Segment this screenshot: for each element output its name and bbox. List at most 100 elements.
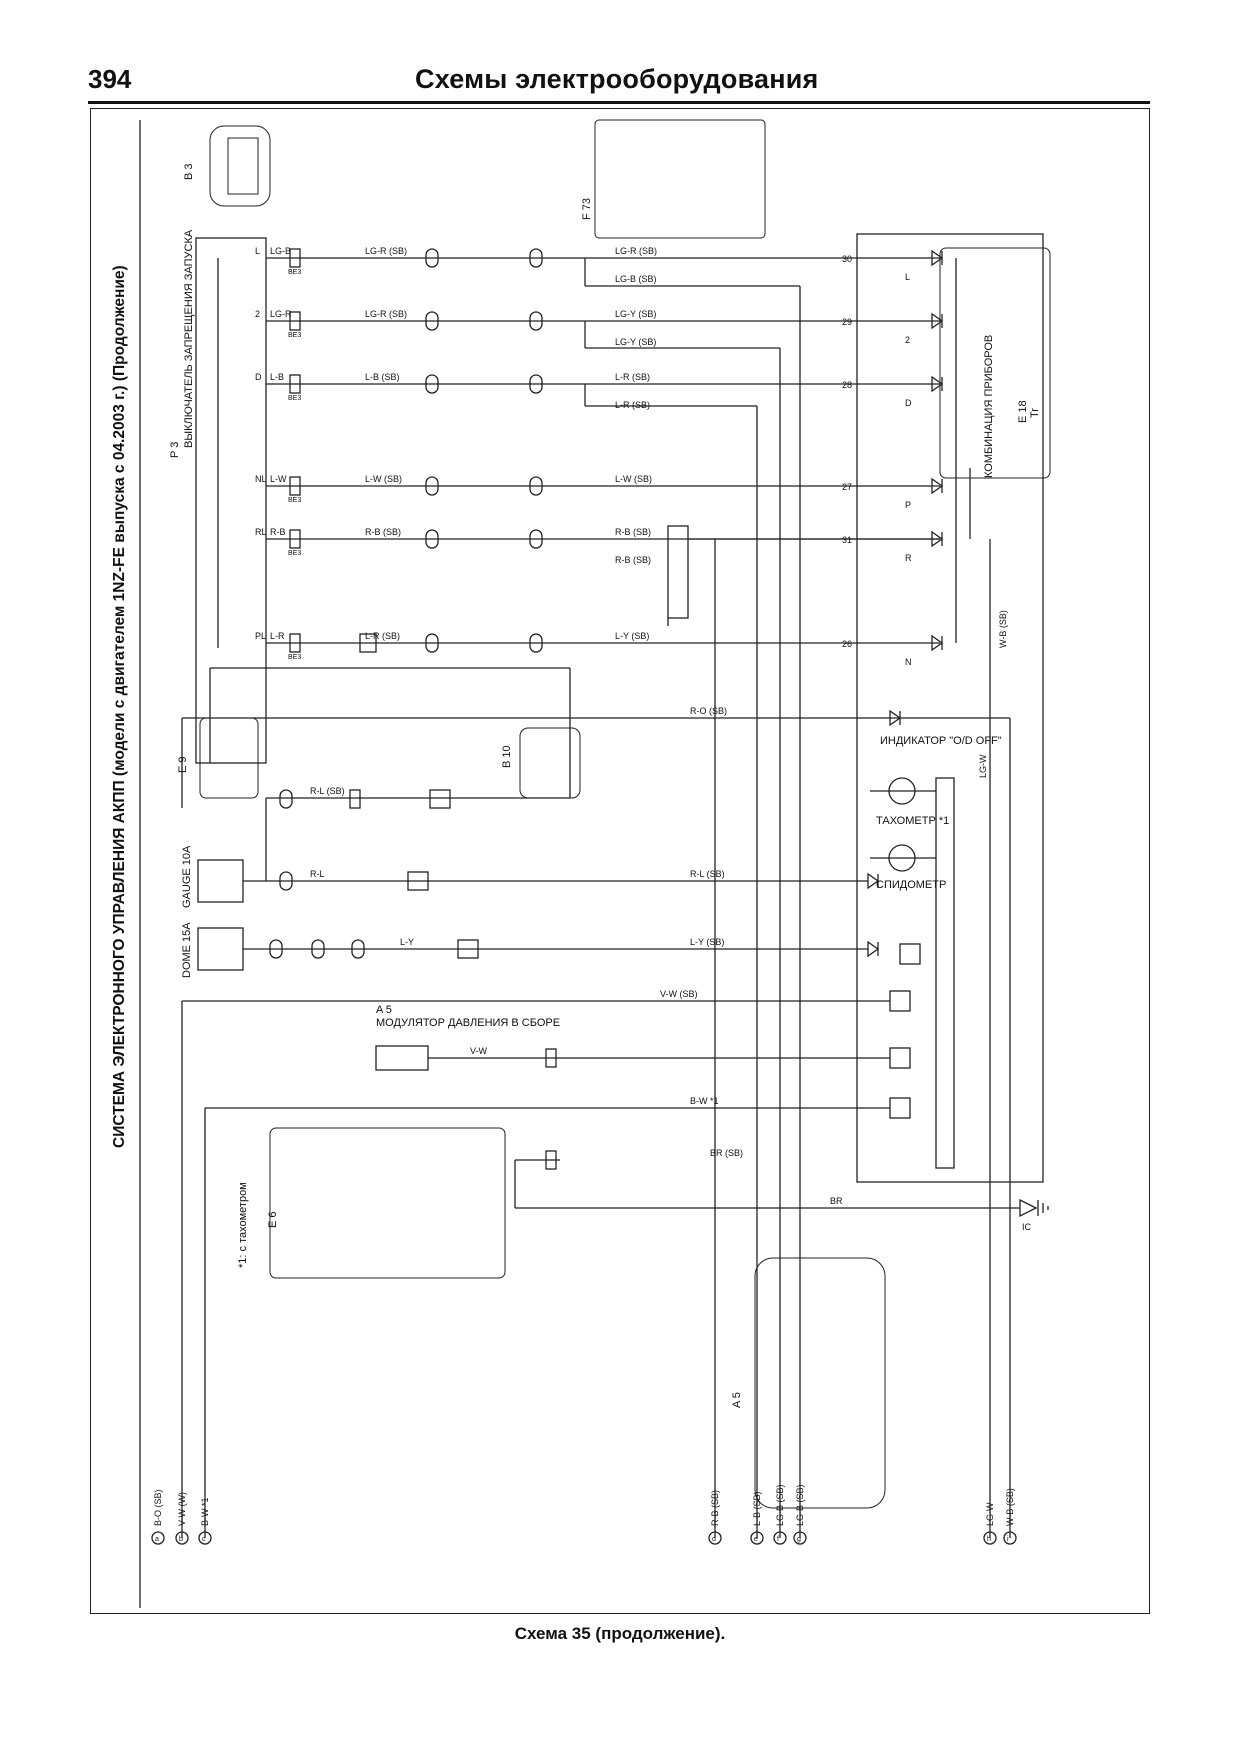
wire-right: LG-Y (SB) <box>615 309 656 319</box>
meter-pin: 29 <box>842 317 852 327</box>
wire-r-l: R-L <box>310 869 325 879</box>
connector-code: BE3 <box>288 395 301 402</box>
terminal-wire-label: B-O (SB) <box>153 1489 163 1526</box>
meter-pin: 26 <box>842 639 852 649</box>
wire-vw2: V-W <box>470 1046 488 1056</box>
wire-branch: LG-B (SB) <box>615 274 657 284</box>
wire-right: LG-R (SB) <box>615 246 657 256</box>
combination-meter-code: E 18 <box>1017 400 1029 423</box>
wire-mid: LG-R (SB) <box>365 309 407 319</box>
wire-bw1: B-W *1 <box>690 1096 719 1106</box>
wire-right: L-Y (SB) <box>615 631 649 641</box>
wire-left: LG-B <box>270 246 291 256</box>
switch-pin: PL <box>255 631 266 641</box>
wire-left: R-B <box>270 527 286 537</box>
switch-pin: RL <box>255 527 267 537</box>
switch-pin: 2 <box>255 309 260 319</box>
terminal-letter: g <box>797 1536 801 1543</box>
wire-left: L-R <box>270 631 285 641</box>
od-off-indicator-label: ИНДИКАТОР "O/D OFF" <box>880 735 1002 747</box>
meter-pin: 27 <box>842 482 852 492</box>
switch-pin: NL <box>255 474 267 484</box>
page-number: 394 <box>88 64 132 94</box>
wire-bl: R-L (SB) <box>310 786 345 796</box>
connector-b3-label: B 3 <box>183 163 195 180</box>
indicator-label: 2 <box>905 335 910 345</box>
terminal-letter: f <box>777 1536 779 1543</box>
meter-pin: 28 <box>842 380 852 390</box>
wire-l-y: L-Y <box>400 937 414 947</box>
connector-code: BE3 <box>288 550 301 557</box>
wire-right: R-B (SB) <box>615 527 651 537</box>
meter-pin: 30 <box>842 254 852 264</box>
terminal-wire-label: V-W (W) <box>177 1492 187 1526</box>
terminal-letter: b <box>179 1536 183 1543</box>
wire-branch: R-B (SB) <box>615 555 651 565</box>
wire-branch: LG-Y (SB) <box>615 337 656 347</box>
wire-right: L-R (SB) <box>615 372 650 382</box>
connector-a5-label: A 5 <box>731 1392 743 1408</box>
terminal-wire-label: R-B (SB) <box>710 1490 720 1526</box>
terminal-wire-label: LG-B (SB) <box>775 1484 785 1526</box>
figure-caption: Схема 35 (продолжение). <box>514 1624 726 1643</box>
indicator-label: N <box>905 657 912 667</box>
diagram-frame <box>90 108 1150 1614</box>
terminal-letter: d <box>712 1536 716 1543</box>
terminal-wire-label: B-W *1 <box>200 1497 210 1526</box>
wiring-diagram: СИСТЕМА ЭЛЕКТРОННОГО УПРАВЛЕНИЯ АКПП (мо… <box>111 119 1051 1608</box>
wire-wb: W-B (SB) <box>998 610 1008 648</box>
connector-e9-label: E 9 <box>177 756 189 773</box>
wire-mid: L-W (SB) <box>365 474 402 484</box>
terminal-letter: i <box>1007 1536 1009 1543</box>
sidebar-title: СИСТЕМА ЭЛЕКТРОННОГО УПРАВЛЕНИЯ АКПП (мо… <box>111 265 128 1148</box>
wire-mid: R-B (SB) <box>365 527 401 537</box>
wire-ic: IC <box>1022 1222 1032 1232</box>
wire-branch: L-R (SB) <box>615 400 650 410</box>
terminal-wire-label: W-B (SB) <box>1005 1488 1015 1526</box>
fuse-dome-label: DOME 15A <box>181 922 193 978</box>
wire-left: LG-R <box>270 309 292 319</box>
meter-pin: 31 <box>842 535 852 545</box>
terminal-letter: h <box>987 1536 991 1543</box>
pressure-modulator-label: МОДУЛЯТОР ДАВЛЕНИЯ В СБОРЕ <box>376 1017 560 1029</box>
wire-ly: L-Y (SB) <box>690 937 724 947</box>
switch-pin: L <box>255 246 260 256</box>
indicator-label: R <box>905 553 912 563</box>
page-title: Схемы электрооборудования <box>415 64 819 94</box>
connector-code: BE3 <box>288 497 301 504</box>
tachometer-label: ТАХОМЕТР *1 <box>876 815 949 827</box>
wire-mid: L-B (SB) <box>365 372 400 382</box>
terminal-letter: a <box>155 1536 159 1543</box>
wire-od: R-O (SB) <box>690 706 727 716</box>
wire-br2: BR <box>830 1196 843 1206</box>
wire-right: L-W (SB) <box>615 474 652 484</box>
header-rule <box>88 101 1150 104</box>
wire-left: L-W <box>270 474 287 484</box>
switch-pin: D <box>255 372 262 382</box>
connector-b10-label: B 10 <box>501 745 513 768</box>
wire-mid: L-R (SB) <box>365 631 400 641</box>
connector-e6-label: E 6 <box>267 1211 279 1228</box>
footnote: *1: с тахометром <box>237 1182 249 1268</box>
terminal-letter: c <box>202 1536 206 1543</box>
terminal-letter: e <box>754 1536 758 1543</box>
indicator-label: D <box>905 398 912 408</box>
pressure-modulator-code: A 5 <box>376 1004 392 1016</box>
indicator-label: P <box>905 500 911 510</box>
combination-meter-sub: Tr <box>1029 408 1041 418</box>
connector-code: BE3 <box>288 269 301 276</box>
start-switch-code: P 3 <box>169 442 181 458</box>
fuse-gauge-label: GAUGE 10A <box>181 845 193 908</box>
wire-left: L-B <box>270 372 284 382</box>
terminal-wire-label: L-B (SB) <box>752 1491 762 1526</box>
connector-f73-label: F 73 <box>581 198 593 220</box>
terminal-wire-label: LG-B (SB) <box>795 1484 805 1526</box>
wire-br: BR (SB) <box>710 1148 743 1158</box>
wire-mid: LG-R (SB) <box>365 246 407 256</box>
wire-lgw: LG-W <box>978 754 988 778</box>
combination-meter-label: КОМБИНАЦИЯ ПРИБОРОВ <box>983 335 995 478</box>
indicator-label: L <box>905 272 910 282</box>
wire-vw: V-W (SB) <box>660 989 698 999</box>
speedometer-label: СПИДОМЕТР <box>876 879 946 891</box>
connector-code: BE3 <box>288 332 301 339</box>
